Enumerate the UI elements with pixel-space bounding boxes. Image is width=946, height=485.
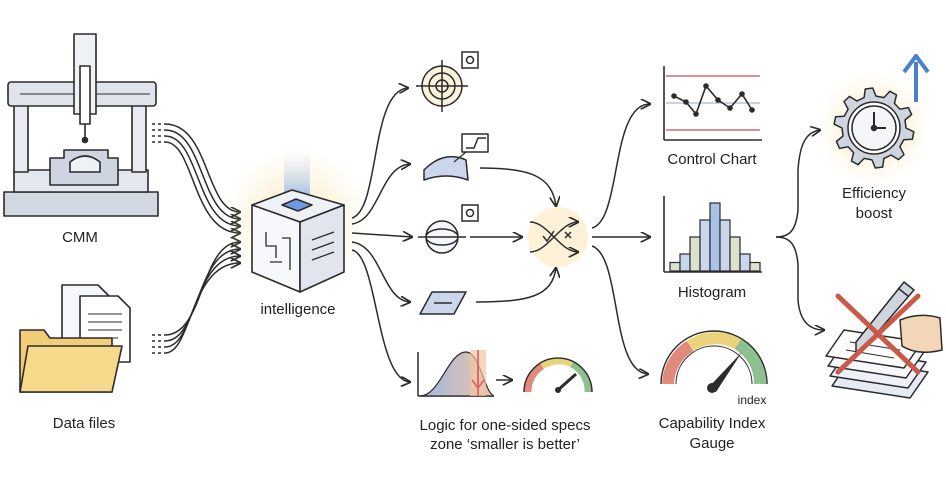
merge-check-icon [528, 207, 588, 267]
histogram-bars [669, 202, 761, 272]
histogram-icon [663, 196, 762, 273]
intelligence-label: intelligence [260, 301, 335, 318]
merge-input-arrows [475, 167, 556, 303]
gauge-index-label: index [738, 393, 767, 407]
control-chart-label: Control Chart [667, 151, 757, 168]
cube-output-arrows [351, 88, 412, 382]
flatness-icon [419, 291, 467, 315]
cylindricity-icon [418, 204, 522, 254]
efficiency-label-line2: boost [856, 205, 894, 222]
crossed-out-paperwork-icon [825, 281, 943, 399]
logic-label-line1: Logic for one-sided specs [420, 417, 591, 434]
histogram-bar [719, 219, 731, 272]
input-arrows [164, 123, 240, 354]
intelligence-cube-icon [225, 148, 369, 293]
histogram-bar [729, 236, 741, 272]
histogram-bar [689, 236, 701, 272]
surface-profile-icon [423, 133, 489, 181]
histogram-bar [709, 202, 721, 272]
histogram-bar [669, 261, 681, 272]
one-sided-distribution-icon [417, 350, 512, 397]
capability-gauge-icon [660, 330, 768, 393]
target-icon [416, 51, 479, 112]
cmm-machine-icon [3, 33, 159, 217]
gauge-label-line2: Gauge [689, 435, 734, 452]
gauge-icon [523, 357, 593, 393]
efficiency-gear-clock-icon [818, 54, 930, 184]
data-files-label: Data files [53, 415, 116, 432]
merge-output-arrows [591, 104, 650, 374]
logic-label-line2: zone ‘smaller is better’ [430, 436, 580, 453]
gauge-label-line1: Capability Index [659, 415, 766, 432]
input-dashes [152, 123, 165, 354]
data-files-folder-icon [19, 284, 131, 393]
efficiency-label-line1: Efficiency [842, 185, 906, 202]
histogram-bar [739, 253, 751, 272]
cmm-label: CMM [62, 229, 98, 246]
histogram-bar [749, 261, 761, 272]
histogram-bar [679, 253, 691, 272]
histogram-label: Histogram [678, 284, 746, 301]
result-arrows [775, 130, 824, 330]
histogram-bar [699, 219, 711, 272]
control-chart-icon [663, 66, 762, 141]
